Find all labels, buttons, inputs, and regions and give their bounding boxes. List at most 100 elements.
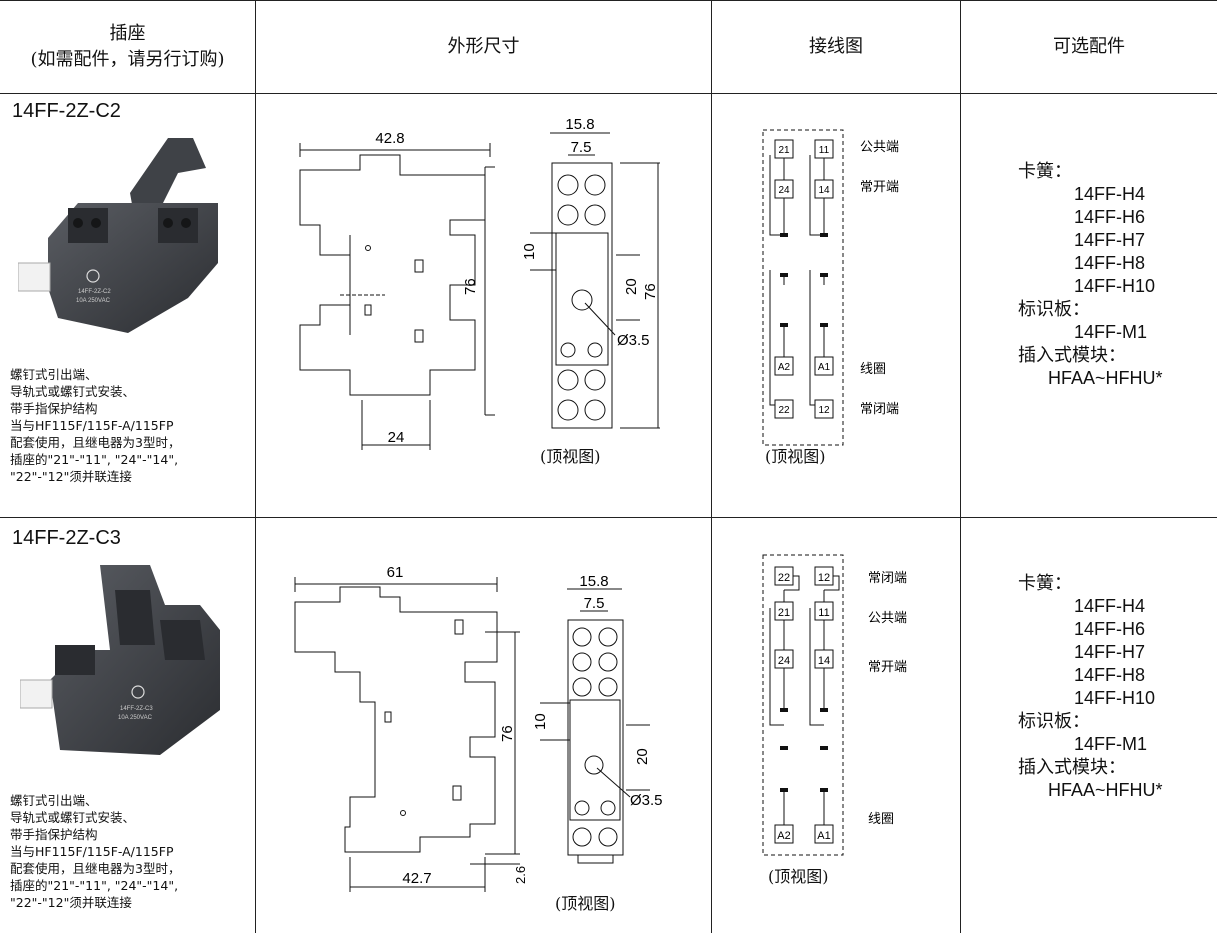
col-divider: [960, 0, 961, 933]
note-line: 当与HF115F/115F-A/115FP: [10, 418, 174, 433]
note-line: 插座的"21"-"11", "24"-"14",: [10, 878, 179, 893]
accessory-item: 14FF-H8: [1074, 665, 1146, 685]
header-socket-note: (如需配件，请另行订购): [30, 48, 225, 70]
header-wiring: 接线图: [712, 0, 960, 93]
dim-tv-left: 10: [521, 243, 538, 260]
table-border-top: [0, 0, 1217, 1]
photo-label: 14FF-2Z-C3: [120, 706, 153, 712]
terminal-label: 24: [778, 655, 790, 667]
dim-tv-width: 15.8: [565, 116, 594, 133]
socket-notes: 螺钉式引出端、 导轨式或螺钉式安装、 带手指保护结构 当与HF115F/115F…: [10, 366, 255, 485]
terminal-label: 24: [778, 185, 790, 196]
header-socket: 插座 (如需配件，请另行订购): [0, 0, 255, 93]
terminal-label: 14: [818, 655, 830, 667]
accessory-item: 14FF-H4: [1074, 596, 1146, 616]
header-divider: [0, 93, 1217, 94]
header-socket-title: 插座: [109, 22, 146, 44]
dim-tv-left: 10: [532, 713, 549, 730]
wiring-diagram: 22 12 21 11 24 14 A2 A1 常闭端 公共端 常开端 线圈: [762, 554, 907, 856]
accessory-category: 卡簧：: [1018, 573, 1072, 594]
terminal-label: 21: [778, 607, 790, 619]
accessory-list: 卡簧： 14FF-H4 14FF-H6 14FF-H7 14FF-H8 14FF…: [1018, 572, 1163, 802]
accessory-item: 14FF-H6: [1074, 619, 1146, 639]
note-line: 导轨式或螺钉式安装、: [10, 384, 136, 399]
accessory-category: 插入式模块：: [1018, 757, 1126, 778]
note-line: 配套使用，且继电器为3型时，: [10, 861, 181, 876]
socket-photo: 14FF-2Z-C2 10A 250VAC: [18, 138, 218, 333]
top-view-drawing: 15.8 7.5 10 20 76 Ø3.5: [521, 116, 660, 429]
dim-top-width: 42.8: [375, 130, 404, 147]
dim-height: 76: [462, 278, 479, 295]
wiring-caption: (顶视图): [768, 867, 829, 886]
header-accessories: 可选配件: [961, 0, 1217, 93]
note-line: 带手指保护结构: [10, 827, 98, 842]
top-view-drawing: 15.8 7.5 10 20 Ø3.5: [532, 575, 663, 864]
terminal-label: 22: [778, 405, 790, 416]
wiring-caption: (顶视图): [765, 447, 826, 466]
dim-tv-height: 76: [642, 283, 659, 300]
dim-bottom-width: 42.7: [402, 870, 431, 887]
dim-hole: Ø3.5: [617, 332, 650, 349]
header-accessories-label: 可选配件: [1053, 35, 1125, 57]
accessory-category: 标识板：: [1018, 711, 1090, 732]
wiring-label: 线圈: [868, 811, 894, 826]
model-name: 14FF-2Z-C3: [12, 527, 121, 549]
note-line: "22"-"12"须并联连接: [10, 469, 132, 484]
dim-tv-mid: 20: [623, 278, 640, 295]
accessory-item: 14FF-H6: [1074, 207, 1146, 227]
row-divider: [0, 517, 1217, 518]
side-view-drawing: 61 76 42.7 2.6: [294, 564, 528, 892]
accessory-item: 14FF-H10: [1074, 276, 1156, 296]
col-divider: [255, 0, 256, 933]
wiring-diagram: 21 11 24 14 A2 A1 22 12 公共端 常开端 线圈 常闭端: [762, 129, 899, 446]
terminal-label: A1: [818, 362, 831, 373]
col-divider: [711, 0, 712, 933]
accessory-category: 标识板：: [1018, 299, 1090, 320]
dim-tv-width: 15.8: [579, 575, 608, 590]
accessory-category: 卡簧：: [1018, 161, 1072, 182]
side-view-drawing: 42.8 76 24: [299, 130, 495, 450]
header-dimensions-label: 外形尺寸: [447, 35, 520, 57]
accessory-item: 14FF-M1: [1074, 734, 1148, 754]
note-line: 插座的"21"-"11", "24"-"14",: [10, 452, 179, 467]
terminal-label: 11: [819, 145, 830, 156]
dim-tv-pitch: 7.5: [571, 139, 592, 156]
note-line: 螺钉式引出端、: [10, 793, 98, 808]
dim-top-width: 61: [387, 564, 404, 581]
accessory-item: 14FF-H7: [1074, 642, 1146, 662]
photo-rating: 10A 250VAC: [76, 298, 111, 304]
header-dimensions: 外形尺寸: [256, 0, 711, 93]
terminal-label: 12: [818, 572, 830, 584]
accessory-category: 插入式模块：: [1018, 345, 1126, 366]
note-line: 配套使用，且继电器为3型时，: [10, 435, 181, 450]
accessory-item: 14FF-M1: [1074, 322, 1148, 342]
dim-hole: Ø3.5: [630, 792, 663, 809]
wiring-label: 公共端: [860, 139, 899, 154]
dim-bottom-width: 24: [388, 429, 405, 446]
terminal-label: 11: [818, 607, 829, 619]
note-line: 当与HF115F/115F-A/115FP: [10, 844, 174, 859]
header-wiring-label: 接线图: [809, 35, 863, 57]
brand-logo-icon: [131, 685, 145, 699]
accessory-item: 14FF-H4: [1074, 184, 1146, 204]
accessory-item: HFAA~HFHU*: [1048, 368, 1163, 388]
brand-logo-icon: [86, 269, 100, 283]
terminal-label: A2: [778, 362, 791, 373]
wiring-label: 线圈: [860, 361, 886, 376]
note-line: 导轨式或螺钉式安装、: [10, 810, 136, 825]
dim-height: 76: [499, 725, 516, 742]
wiring-label: 公共端: [868, 610, 907, 625]
photo-label: 14FF-2Z-C2: [78, 289, 111, 295]
accessory-item: 14FF-H8: [1074, 253, 1146, 273]
accessory-item: HFAA~HFHU*: [1048, 780, 1163, 800]
socket-photo: 14FF-2Z-C3 10A 250VAC: [20, 565, 220, 755]
wiring-label: 常闭端: [868, 570, 907, 585]
terminal-label: 21: [778, 145, 790, 156]
terminal-label: 14: [818, 185, 830, 196]
wiring-label: 常开端: [860, 179, 899, 194]
top-view-caption: (顶视图): [555, 894, 616, 913]
photo-rating: 10A 250VAC: [118, 715, 153, 721]
model-name: 14FF-2Z-C2: [12, 100, 121, 122]
note-line: 螺钉式引出端、: [10, 367, 98, 382]
